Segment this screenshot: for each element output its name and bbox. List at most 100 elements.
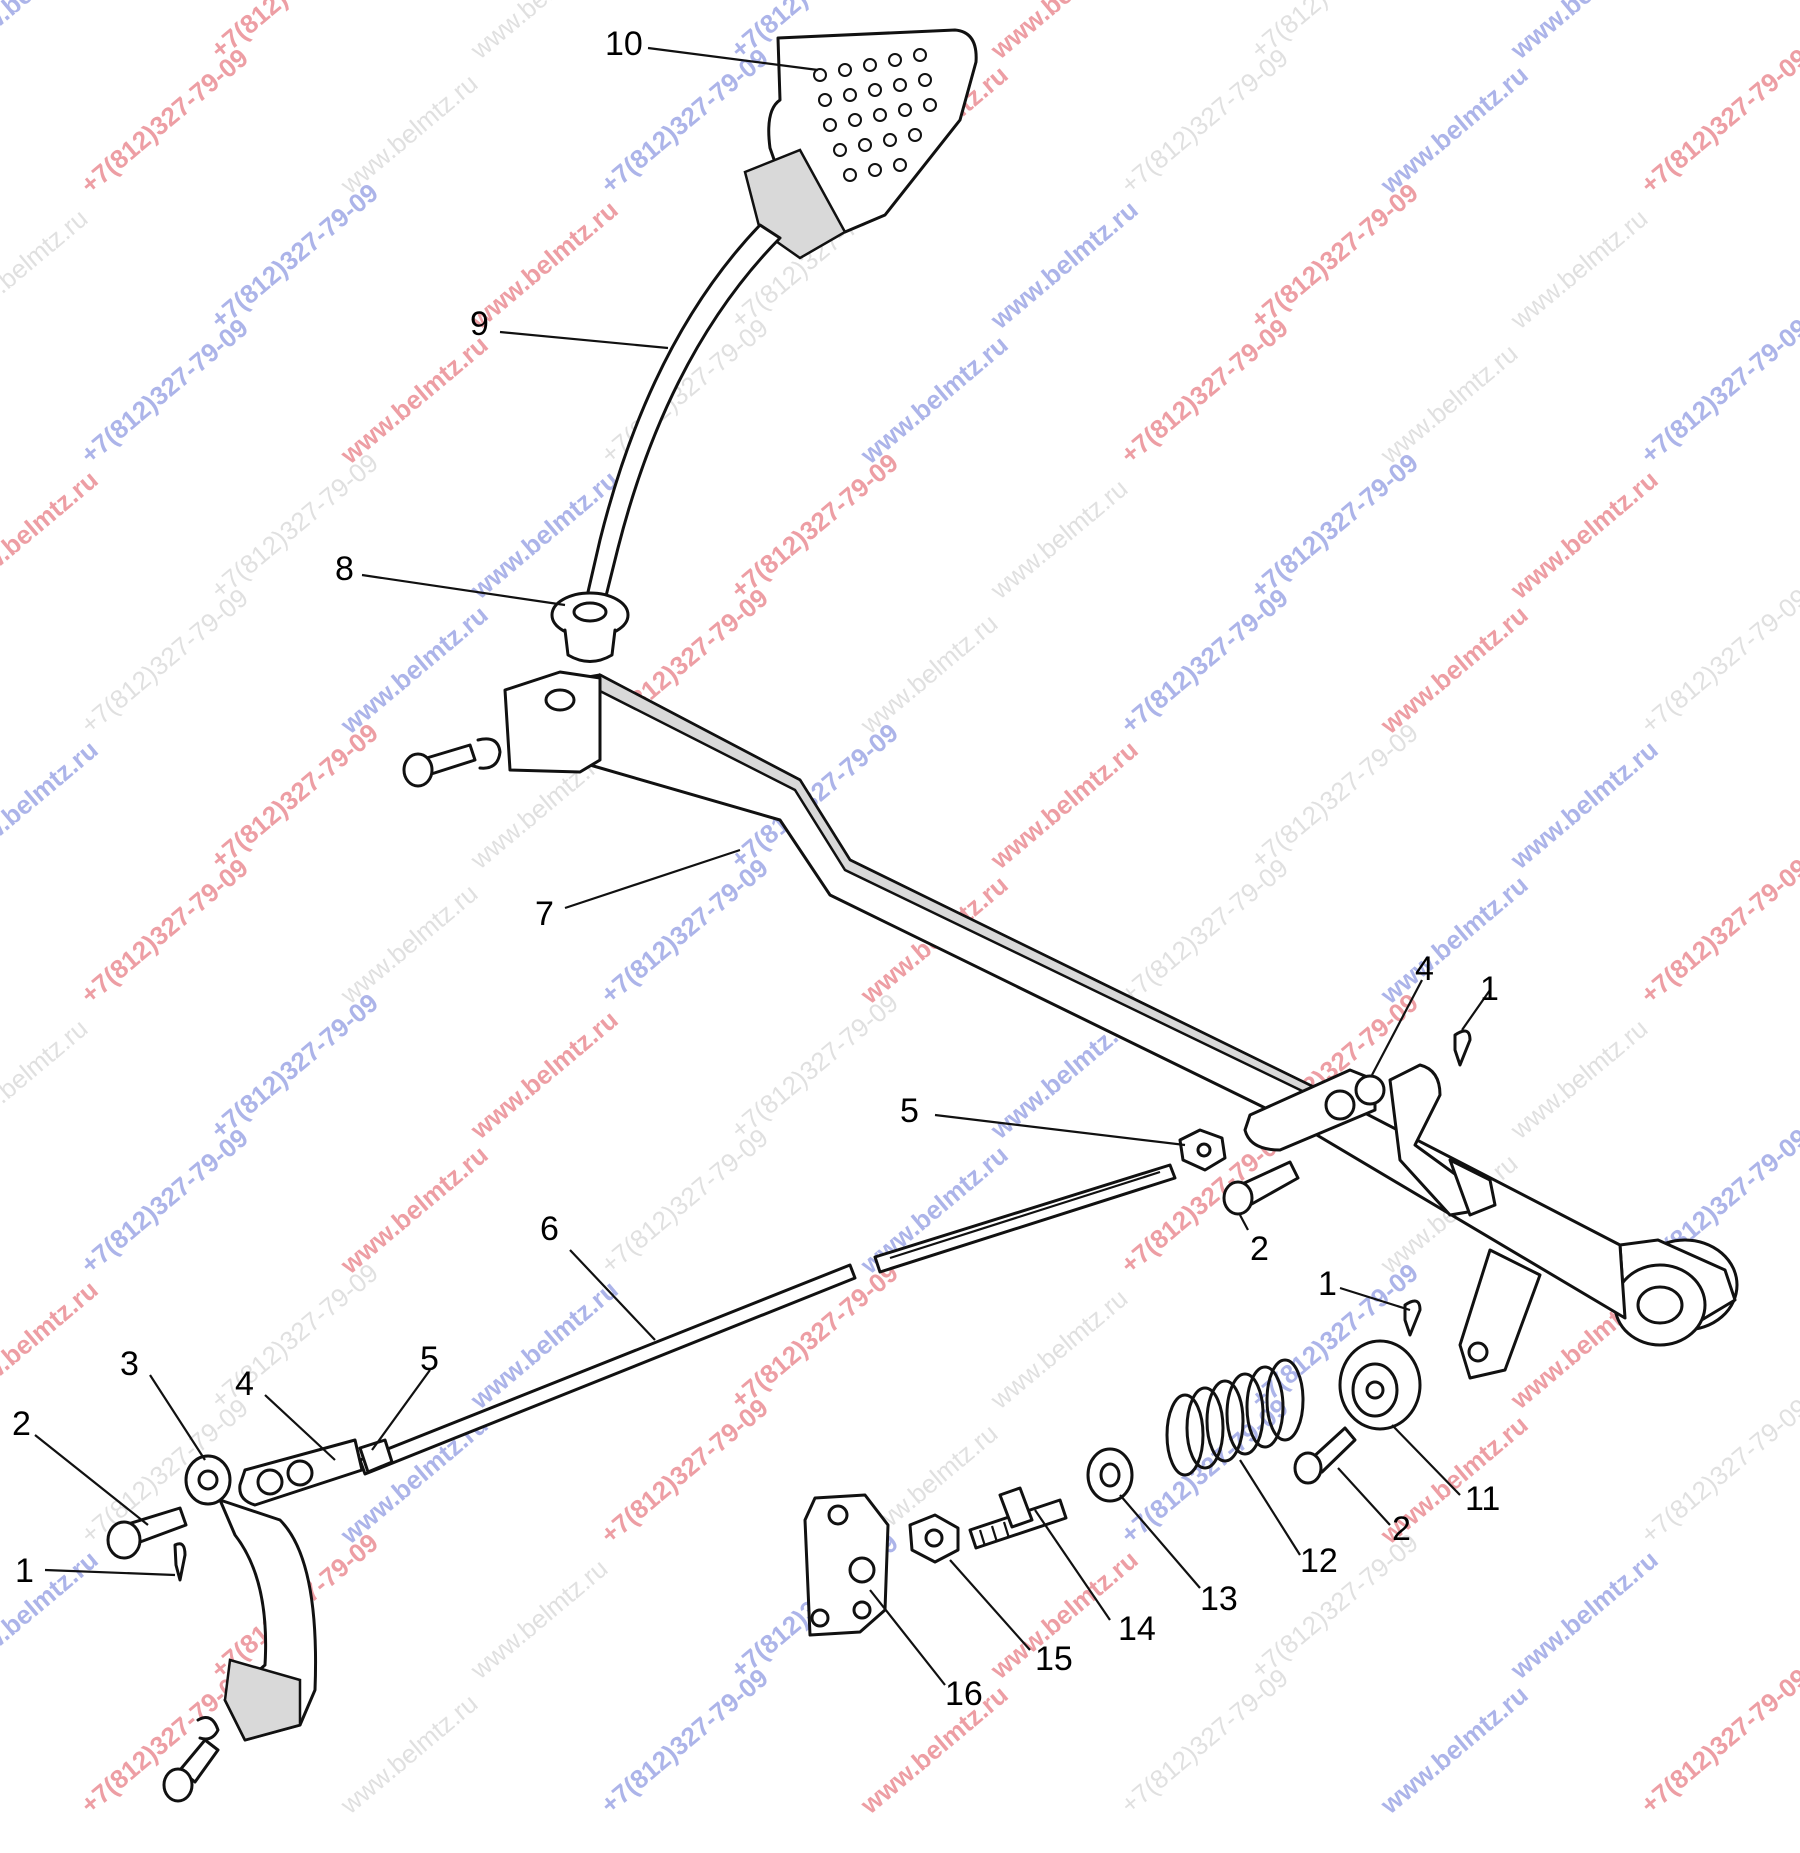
watermark-text: www.belmtz.ru bbox=[1374, 59, 1534, 200]
nut-upper bbox=[1178, 1128, 1227, 1172]
lower-lever bbox=[184, 1454, 318, 1742]
callout-1-upper: 1 bbox=[1480, 970, 1499, 1008]
cross-shaft bbox=[503, 670, 1739, 1380]
watermark-text: +7(812)327-79-09 bbox=[1635, 42, 1800, 199]
nut-bracket bbox=[908, 1513, 960, 1564]
watermark-text: www.belmtz.ru bbox=[984, 0, 1144, 65]
watermark-text: +7(812)327-79-09 bbox=[595, 1392, 774, 1549]
watermark-text: +7(812)327-79-09 bbox=[1635, 852, 1800, 1009]
parts-layer bbox=[106, 28, 1739, 1803]
watermark-text: www.belmtz.ru bbox=[854, 1679, 1014, 1820]
watermark-text: www.belmtz.ru bbox=[854, 608, 1004, 740]
callout-1-left: 1 bbox=[15, 1552, 34, 1590]
bolt-lower-right bbox=[1293, 1426, 1357, 1485]
watermark-text: +7(812)327-79-09 bbox=[1115, 852, 1294, 1009]
watermark-text: www.belmtz.ru bbox=[334, 1688, 484, 1820]
leader-lines bbox=[34, 46, 1491, 1686]
watermark-text: +7(812)327-79-09 bbox=[1635, 1662, 1800, 1819]
cotter-pin-left bbox=[173, 1542, 187, 1582]
cotter-pin-upper bbox=[1453, 1029, 1472, 1067]
watermark-text: www.belmtz.ru bbox=[984, 473, 1134, 605]
threaded-stud bbox=[968, 1486, 1068, 1550]
callout-labels: 10 9 8 7 4 1 5 2 6 1 5 4 3 2 1 11 2 12 1… bbox=[12, 25, 1500, 1713]
fork-bolt bbox=[402, 737, 502, 788]
callout-15: 15 bbox=[1035, 1640, 1073, 1678]
watermark-text: www.belmtz.ru bbox=[0, 734, 104, 875]
watermark-text: +7(812)327-79-09 bbox=[1115, 582, 1294, 739]
callout-8: 8 bbox=[335, 550, 354, 588]
watermark-text: +7(812)327-79-09 bbox=[1245, 177, 1424, 334]
spring-washer bbox=[1086, 1447, 1134, 1503]
watermark-text: www.belmtz.ru bbox=[984, 1283, 1134, 1415]
watermark-text: www.belmtz.ru bbox=[464, 1553, 614, 1685]
watermark-text: +7(812)327-79-09 bbox=[725, 447, 904, 604]
watermark-text: www.belmtz.ru bbox=[334, 878, 484, 1010]
watermark-text: www.belmtz.ru bbox=[0, 1274, 104, 1415]
lower-clevis bbox=[238, 1438, 364, 1507]
upper-clevis bbox=[1243, 1063, 1497, 1217]
callout-7: 7 bbox=[535, 895, 554, 933]
watermark-text: +7(812)327-79-09 bbox=[1115, 42, 1294, 199]
watermark-text: +7(812)327-79-09 bbox=[1115, 312, 1294, 469]
watermark-text: +7(812)327-79-09 bbox=[75, 1122, 254, 1279]
adjusting-rod bbox=[358, 1163, 1177, 1476]
callout-2-upper: 2 bbox=[1250, 1230, 1269, 1268]
watermark-text: +7(812)327-79-09 bbox=[1635, 312, 1800, 469]
watermark-text: +7(812)327-79-09 bbox=[205, 717, 384, 874]
pedal-arm bbox=[583, 223, 782, 610]
callout-6: 6 bbox=[540, 1210, 559, 1248]
watermark-text: www.belmtz.ru bbox=[334, 329, 494, 470]
watermark-text: +7(812)327-79-09 bbox=[205, 447, 384, 604]
bolt-left bbox=[106, 1506, 188, 1560]
watermark-text: www.belmtz.ru bbox=[1504, 0, 1664, 65]
watermark-text: +7(812)327-79-09 bbox=[205, 1257, 384, 1414]
watermark-text: +7(812)327-79-09 bbox=[1245, 447, 1424, 604]
callout-13: 13 bbox=[1200, 1580, 1238, 1618]
watermark-text: +7(812)327-79-09 bbox=[1635, 582, 1800, 739]
watermark-text: +7(812)327-79-09 bbox=[595, 852, 774, 1009]
watermark-text: +7(812)327-79-09 bbox=[75, 42, 254, 199]
washer bbox=[550, 591, 630, 663]
callout-2-lower-right: 2 bbox=[1392, 1510, 1411, 1548]
watermark-text: +7(812)327-79-09 bbox=[75, 312, 254, 469]
callout-14: 14 bbox=[1118, 1610, 1156, 1648]
bolt-upper bbox=[1222, 1160, 1300, 1216]
watermark-text: www.belmtz.ru bbox=[1504, 464, 1664, 605]
callout-3: 3 bbox=[120, 1345, 139, 1383]
callout-9: 9 bbox=[470, 305, 489, 343]
callout-4-upper: 4 bbox=[1415, 950, 1434, 988]
watermark-text: www.belmtz.ru bbox=[334, 1139, 494, 1280]
watermark-text: www.belmtz.ru bbox=[1374, 338, 1524, 470]
bracket-plate bbox=[803, 1493, 890, 1637]
watermark-text: www.belmtz.ru bbox=[464, 0, 614, 65]
watermark-text: www.belmtz.ru bbox=[984, 194, 1144, 335]
watermark-text: +7(812)327-79-09 bbox=[205, 987, 384, 1144]
watermark-text: +7(812)327-79-09 bbox=[1635, 1392, 1800, 1549]
watermark-text: www.belmtz.ru bbox=[0, 464, 104, 605]
watermark-text: www.belmtz.ru bbox=[1374, 599, 1534, 740]
watermark-text: www.belmtz.ru bbox=[1374, 869, 1534, 1010]
watermark-text: +7(812)327-79-09 bbox=[725, 987, 904, 1144]
watermark-text: www.belmtz.ru bbox=[0, 203, 93, 335]
watermark-text: www.belmtz.ru bbox=[984, 734, 1144, 875]
watermark-text: www.belmtz.ru bbox=[334, 599, 494, 740]
watermark-text: +7(812)327-79-09 bbox=[595, 1122, 774, 1279]
callout-2-left: 2 bbox=[12, 1405, 31, 1443]
lever-base-bolt bbox=[162, 1716, 220, 1803]
callout-11: 11 bbox=[1465, 1480, 1500, 1518]
callout-16: 16 bbox=[945, 1675, 983, 1713]
callout-4-lower: 4 bbox=[235, 1365, 254, 1403]
spring-cup bbox=[1338, 1339, 1422, 1431]
watermark-text: www.belmtz.ru bbox=[464, 1004, 624, 1145]
watermark-text: www.belmtz.ru bbox=[0, 1013, 93, 1145]
callout-12: 12 bbox=[1300, 1542, 1338, 1580]
watermark-text: +7(812)327-79-09 bbox=[1115, 1662, 1294, 1819]
watermark-text: +7(812)327-79-09 bbox=[205, 177, 384, 334]
callout-10: 10 bbox=[605, 25, 643, 63]
watermark-text: www.belmtz.ru bbox=[1504, 1544, 1664, 1685]
return-spring bbox=[1165, 1358, 1305, 1477]
watermark-text: www.belmtz.ru bbox=[1504, 203, 1654, 335]
watermark-text: +7(812)327-79-09 bbox=[1245, 717, 1424, 874]
